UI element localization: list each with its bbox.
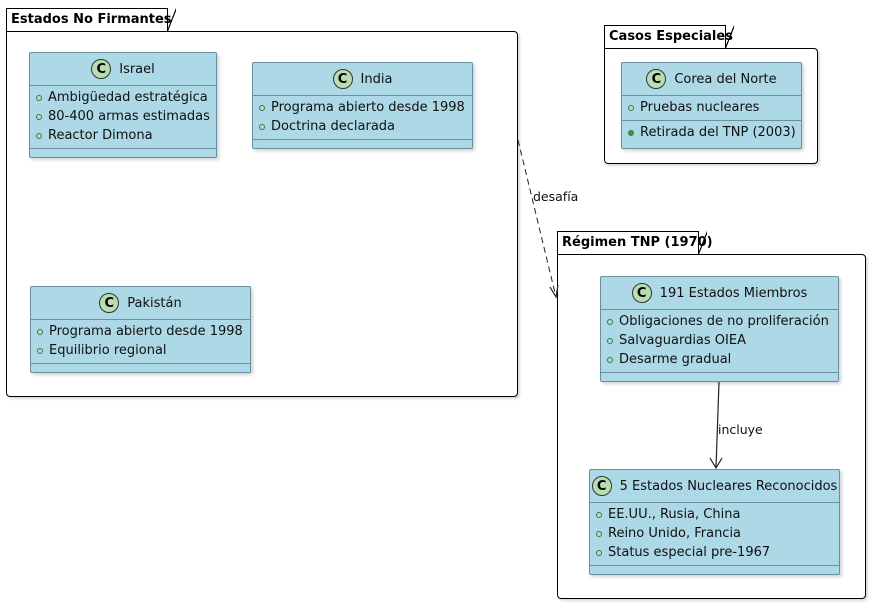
class-name: Israel [119, 61, 155, 77]
class-c-icon: C [646, 69, 667, 89]
attribute: Obligaciones de no proliferación [601, 312, 838, 331]
attribute: Reino Unido, Francia [590, 524, 839, 543]
public-attribute-icon [36, 113, 42, 120]
class-israel[interactable]: C Israel Ambigüedad estratégica 80-400 a… [29, 52, 217, 158]
attribute: Equilibrio regional [31, 341, 250, 360]
class-c-icon: C [591, 476, 612, 496]
class-name: 5 Estados Nucleares Reconocidos [619, 478, 838, 494]
package-tab-no-firmantes: Estados No Firmantes [6, 7, 176, 32]
attribute: Pruebas nucleares [622, 98, 801, 117]
attribute: EE.UU., Rusia, China [590, 505, 839, 524]
method: Retirada del TNP (2003) [622, 123, 801, 142]
public-attribute-icon [607, 337, 613, 344]
attribute-text: Pruebas nucleares [640, 100, 760, 115]
attribute-text: Ambigüedad estratégica [48, 90, 208, 105]
class-attributes: Programa abierto desde 1998 Doctrina dec… [253, 96, 472, 140]
class-india[interactable]: C India Programa abierto desde 1998 Doct… [252, 62, 473, 149]
method-text: Retirada del TNP (2003) [640, 125, 796, 140]
class-header: C India [253, 63, 472, 96]
public-attribute-icon [37, 347, 43, 354]
class-estados-reconocidos[interactable]: C 5 Estados Nucleares Reconocidos EE.UU.… [589, 469, 840, 575]
class-header: C Pakistán [31, 287, 250, 320]
package-tab-casos-especiales: Casos Especiales [604, 24, 734, 49]
package-title: Casos Especiales [609, 29, 733, 44]
attribute-text: Salvaguardias OIEA [619, 333, 746, 348]
arrowhead-incluye [709, 457, 723, 470]
attribute-text: Status especial pre-1967 [608, 545, 771, 560]
attribute: Desarme gradual [601, 350, 838, 369]
class-c-icon: C [99, 293, 120, 313]
class-attributes: Obligaciones de no proliferación Salvagu… [601, 310, 838, 373]
class-header: C 5 Estados Nucleares Reconocidos [590, 470, 839, 503]
package-tab-regimen: Régimen TNP (1970) [557, 230, 713, 255]
class-pakistan[interactable]: C Pakistán Programa abierto desde 1998 E… [30, 286, 251, 373]
public-attribute-icon [596, 530, 602, 537]
attribute: Ambigüedad estratégica [30, 88, 216, 107]
public-attribute-icon [259, 104, 265, 111]
class-c-icon: C [631, 283, 652, 303]
package-title: Estados No Firmantes [11, 12, 172, 27]
attribute-text: Doctrina declarada [271, 119, 396, 134]
arrowhead-desafia [549, 284, 559, 299]
package-title: Régimen TNP (1970) [562, 235, 713, 250]
edge-desafia [517, 139, 557, 298]
class-header: C Israel [30, 53, 216, 86]
public-attribute-icon [596, 511, 602, 518]
attribute-text: Programa abierto desde 1998 [49, 324, 243, 339]
public-attribute-icon [37, 328, 43, 335]
attribute-text: Reino Unido, Francia [608, 526, 742, 541]
class-name: Pakistán [127, 295, 182, 311]
class-name: 191 Estados Miembros [659, 285, 808, 301]
attribute-text: Obligaciones de no proliferación [619, 314, 829, 329]
attribute: Programa abierto desde 1998 [31, 322, 250, 341]
class-header: C Corea del Norte [622, 63, 801, 96]
public-attribute-icon [36, 94, 42, 101]
public-attribute-icon [607, 318, 613, 325]
attribute-text: Equilibrio regional [49, 343, 167, 358]
class-attributes: Pruebas nucleares [622, 96, 801, 121]
class-estados-miembros[interactable]: C 191 Estados Miembros Obligaciones de n… [600, 276, 839, 382]
attribute-text: Reactor Dimona [48, 128, 153, 143]
public-attribute-icon [36, 132, 42, 139]
attribute: Reactor Dimona [30, 126, 216, 145]
edge-label-desafia: desafía [533, 189, 579, 204]
class-c-icon: C [332, 69, 353, 89]
class-attributes: Programa abierto desde 1998 Equilibrio r… [31, 320, 250, 364]
edge-label-incluye: incluye [718, 422, 763, 437]
attribute-text: EE.UU., Rusia, China [608, 507, 741, 522]
class-c-icon: C [91, 59, 112, 79]
public-method-icon [628, 129, 634, 136]
class-methods: Retirada del TNP (2003) [622, 121, 801, 145]
class-name: India [360, 71, 393, 87]
attribute-text: Programa abierto desde 1998 [271, 100, 465, 115]
class-attributes: EE.UU., Rusia, China Reino Unido, Franci… [590, 503, 839, 566]
attribute: 80-400 armas estimadas [30, 107, 216, 126]
attribute-text: Desarme gradual [619, 352, 732, 367]
class-header: C 191 Estados Miembros [601, 277, 838, 310]
public-attribute-icon [607, 356, 613, 363]
attribute: Status especial pre-1967 [590, 543, 839, 562]
public-attribute-icon [628, 104, 634, 111]
class-name: Corea del Norte [674, 71, 777, 87]
attribute-text: 80-400 armas estimadas [48, 109, 210, 124]
attribute: Programa abierto desde 1998 [253, 98, 472, 117]
attribute: Salvaguardias OIEA [601, 331, 838, 350]
public-attribute-icon [596, 549, 602, 556]
class-attributes: Ambigüedad estratégica 80-400 armas esti… [30, 86, 216, 149]
class-corea-del-norte[interactable]: C Corea del Norte Pruebas nucleares Reti… [621, 62, 802, 149]
attribute: Doctrina declarada [253, 117, 472, 136]
public-attribute-icon [259, 123, 265, 130]
edge-incluye [715, 381, 720, 469]
